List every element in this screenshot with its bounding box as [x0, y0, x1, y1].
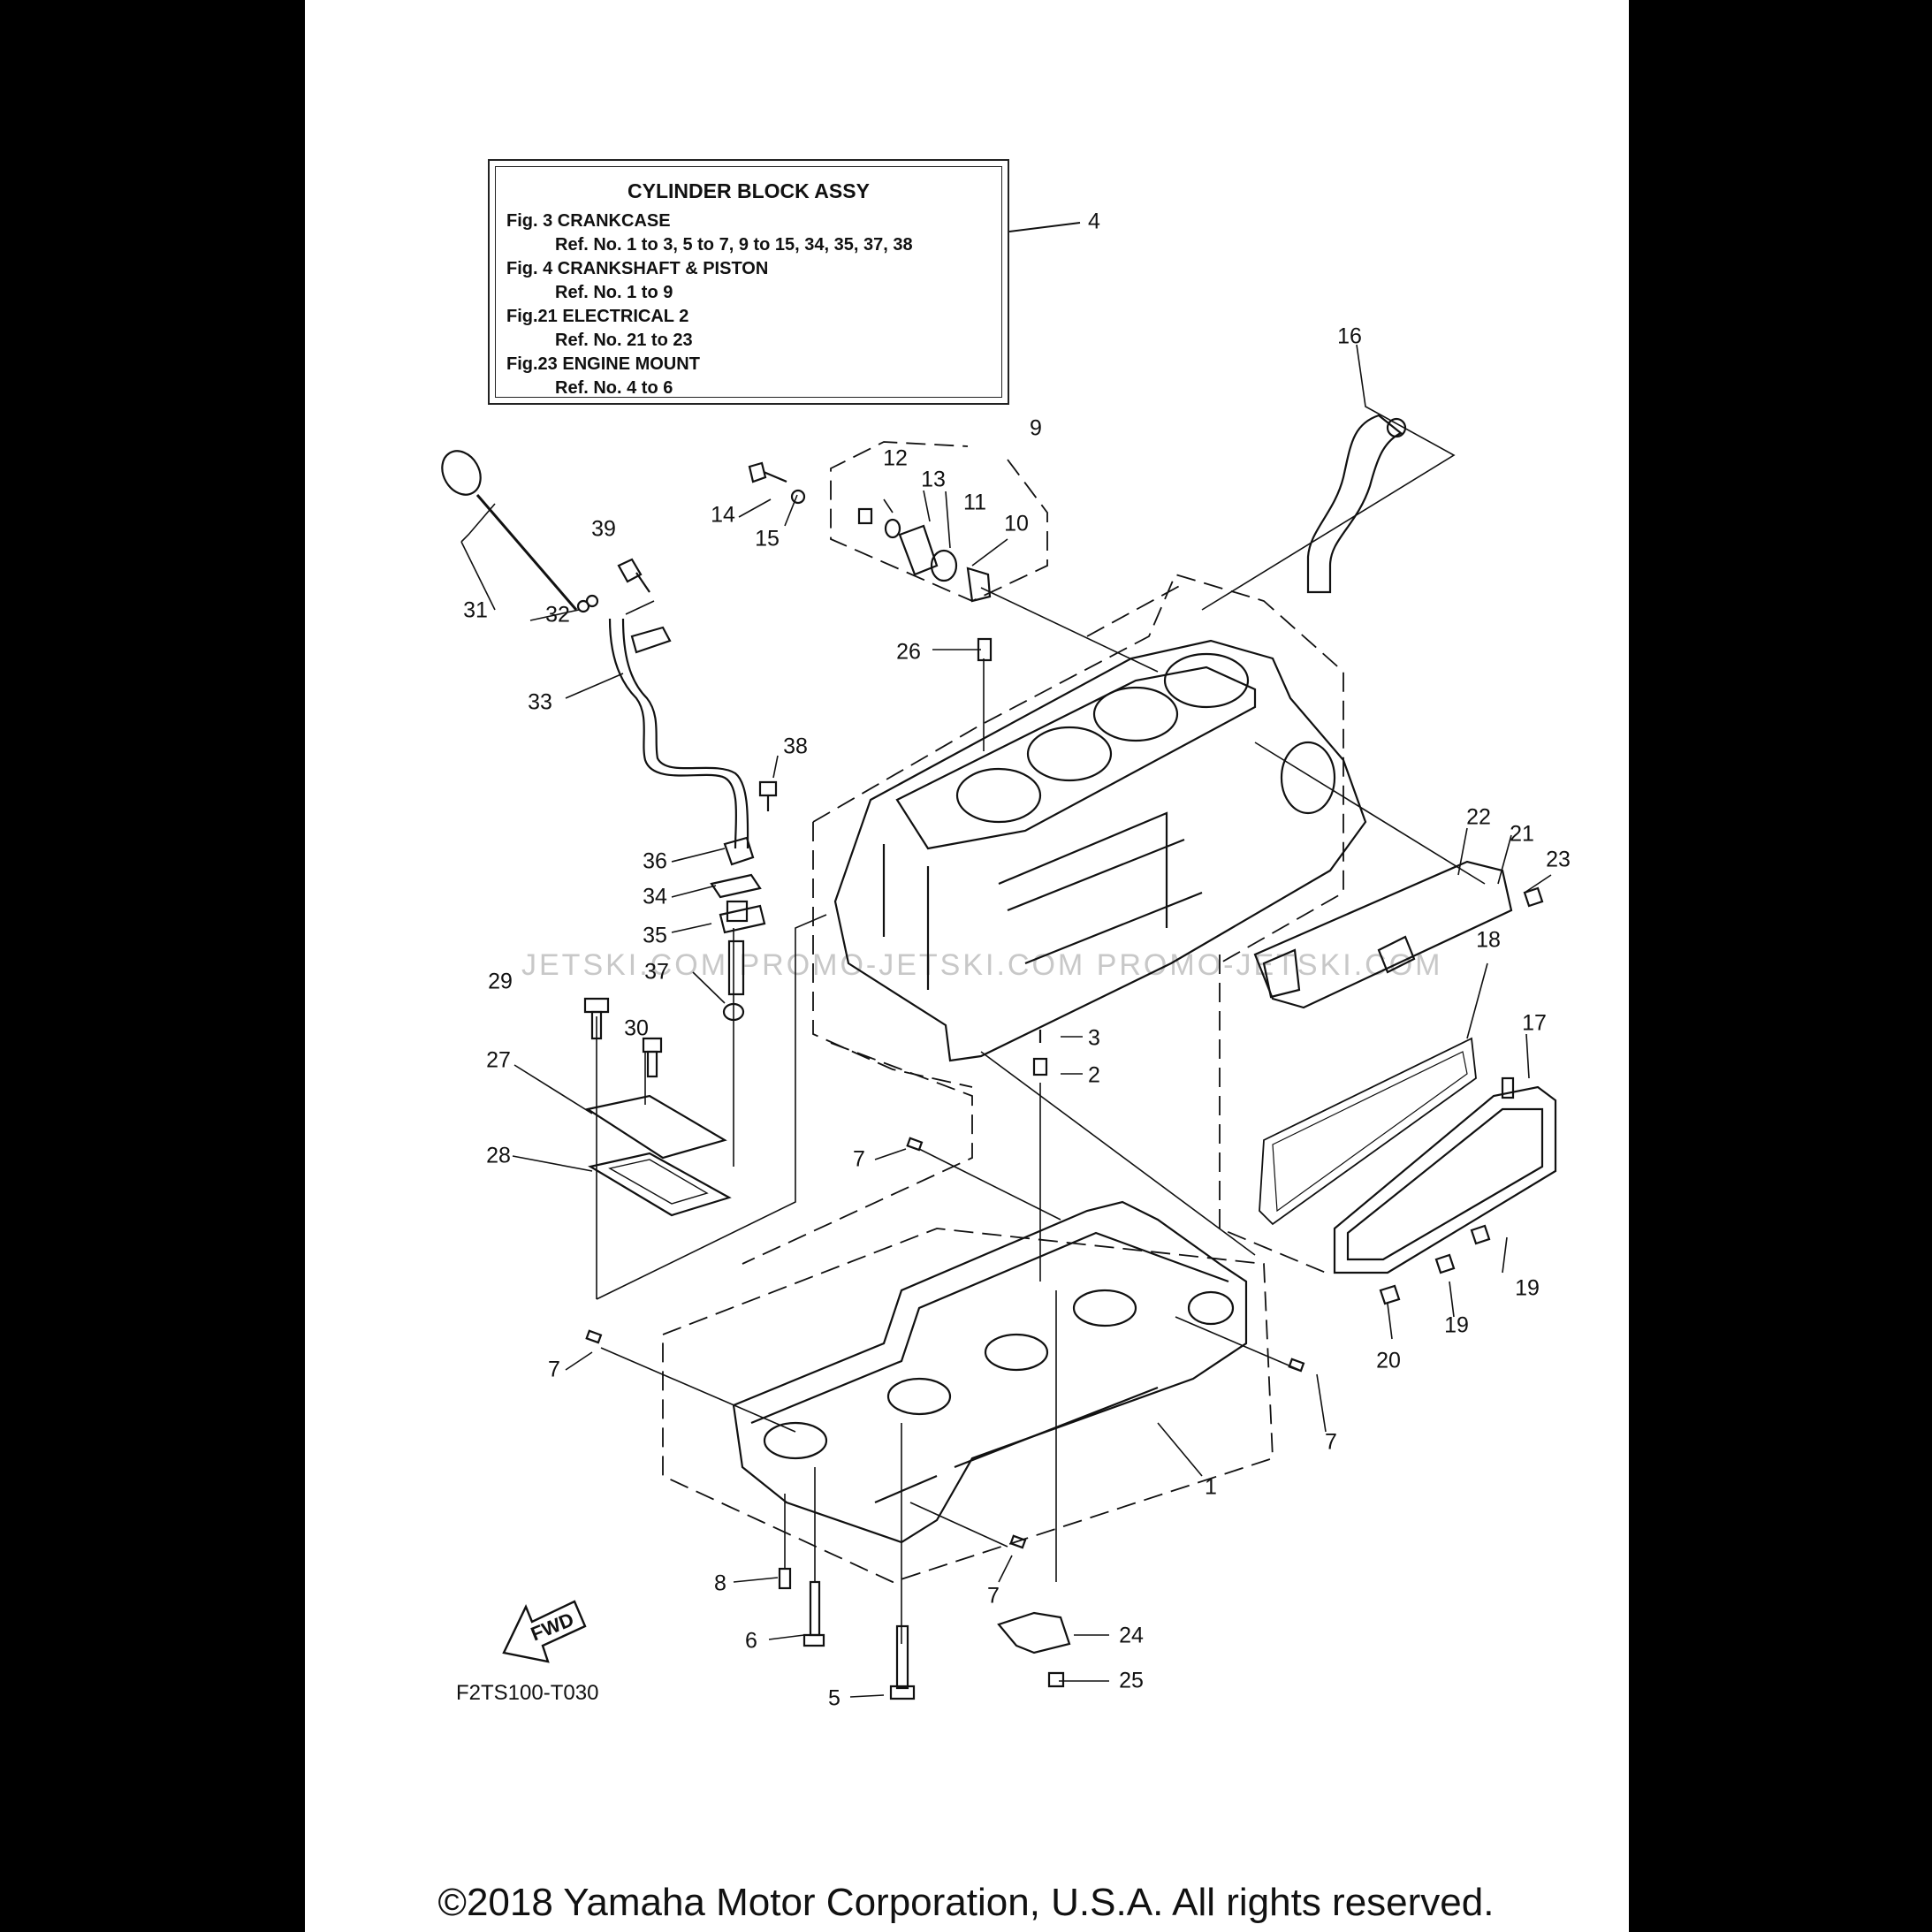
callout-11: 11	[963, 490, 986, 515]
callout-26: 26	[896, 639, 921, 665]
reference-line: Fig. 4 CRANKSHAFT & PISTON	[506, 259, 769, 278]
callout-19: 19	[1515, 1275, 1540, 1301]
callout-25: 25	[1119, 1668, 1144, 1693]
callout-16: 16	[1337, 323, 1362, 349]
callout-7: 7	[853, 1146, 865, 1172]
fwd-arrow-icon	[502, 1600, 587, 1663]
reference-line: Fig. 3 CRANKCASE	[506, 211, 671, 231]
callout-18: 18	[1476, 927, 1501, 953]
callout-7: 7	[548, 1357, 560, 1382]
callout-39: 39	[591, 516, 616, 542]
callout-31: 31	[463, 597, 488, 623]
callout-12: 12	[883, 445, 908, 471]
callout-29: 29	[488, 969, 513, 994]
figure-title: CYLINDER BLOCK ASSY	[628, 179, 870, 202]
callout-4: 4	[1088, 209, 1100, 234]
callout-37: 37	[644, 959, 669, 985]
figure-reference-box: CYLINDER BLOCK ASSY Fig. 3 CRANKCASE Ref…	[488, 159, 1009, 405]
callout-27: 27	[486, 1047, 511, 1073]
reference-line: Ref. No. 1 to 3, 5 to 7, 9 to 15, 34, 35…	[555, 235, 913, 255]
callout-6: 6	[745, 1628, 757, 1654]
callout-8: 8	[714, 1571, 726, 1596]
callout-14: 14	[711, 502, 735, 528]
callout-17: 17	[1522, 1010, 1547, 1036]
callout-22: 22	[1466, 804, 1491, 830]
reference-line: Fig.23 ENGINE MOUNT	[506, 354, 700, 374]
callout-24: 24	[1119, 1623, 1144, 1648]
figure-code: F2TS100-T030	[456, 1681, 599, 1705]
reference-line: Ref. No. 21 to 23	[555, 331, 693, 350]
callout-35: 35	[643, 923, 667, 948]
callout-5: 5	[828, 1685, 840, 1711]
callout-1: 1	[1205, 1474, 1217, 1500]
callout-20: 20	[1376, 1348, 1401, 1373]
callout-3: 3	[1088, 1025, 1100, 1051]
reference-line: Fig.21 ELECTRICAL 2	[506, 307, 689, 326]
callout-23: 23	[1546, 847, 1571, 872]
callout-19: 19	[1444, 1312, 1469, 1338]
reference-line: Ref. No. 4 to 6	[555, 378, 673, 398]
callout-36: 36	[643, 848, 667, 874]
figure-reference-inner-border: CYLINDER BLOCK ASSY Fig. 3 CRANKCASE Ref…	[495, 166, 1002, 398]
callout-2: 2	[1088, 1062, 1100, 1088]
callout-7: 7	[987, 1583, 1000, 1609]
callout-30: 30	[624, 1015, 649, 1041]
callout-28: 28	[486, 1143, 511, 1168]
callout-9: 9	[1030, 415, 1042, 441]
callout-15: 15	[755, 526, 780, 551]
callout-10: 10	[1004, 511, 1029, 536]
callout-13: 13	[921, 467, 946, 492]
callout-7: 7	[1325, 1429, 1337, 1455]
callout-33: 33	[528, 689, 552, 715]
callout-38: 38	[783, 734, 808, 759]
callout-34: 34	[643, 884, 667, 909]
callout-21: 21	[1510, 821, 1534, 847]
callout-32: 32	[545, 602, 570, 628]
reference-line: Ref. No. 1 to 9	[555, 283, 673, 302]
copyright-notice: ©2018 Yamaha Motor Corporation, U.S.A. A…	[437, 1881, 1495, 1924]
